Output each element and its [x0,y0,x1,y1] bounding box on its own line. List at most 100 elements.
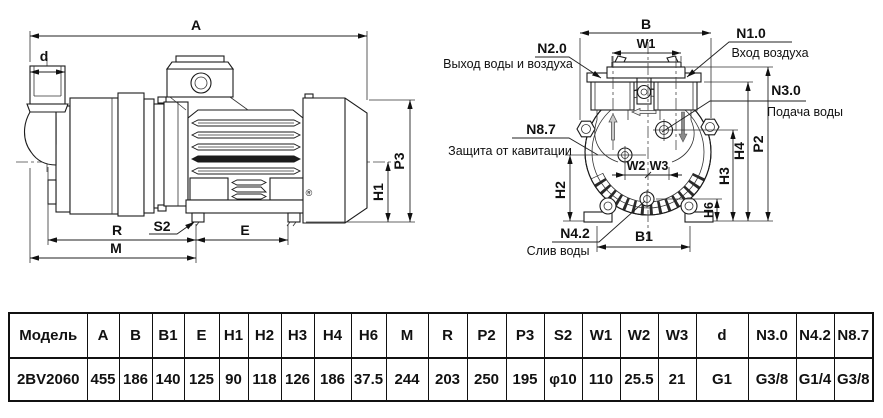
value-cell: 455 [86,357,120,402]
header-cell: N4.2 [795,312,835,359]
n4-code: N4.2 [560,225,590,241]
header-row: Модель A B B1 E H1 H2 H3 H4 H6 M R P2 P3… [8,312,874,359]
cable-gland [190,72,212,94]
svg-text:W3: W3 [650,159,669,173]
pump-technical-drawing: ® A d R E M S2 [16,16,843,263]
pump-body [69,97,119,215]
header-cell: d [695,312,749,359]
svg-text:H4: H4 [731,142,747,160]
header-cell: A [86,312,120,359]
value-cell: 125 [183,357,220,402]
front-view: B W1 W2 W3 B1 H6 [443,16,843,258]
header-cell: W1 [581,312,621,359]
dim-W2-W3: W2 W3 [612,159,682,180]
svg-text:P2: P2 [750,135,766,152]
up-arrow [608,113,618,141]
header-model: Модель [8,312,88,359]
plate-screw-left [614,55,627,63]
svg-text:S2: S2 [153,218,170,234]
header-cell: H1 [218,312,249,359]
n3-code: N3.0 [771,82,801,98]
svg-text:M: M [110,240,122,256]
header-cell: P2 [466,312,507,359]
header-cell: H3 [280,312,315,359]
value-cell: 126 [280,357,315,402]
value-row: 2BV2060 455 186 140 125 90 118 126 186 3… [8,357,874,402]
motor-endbell [163,101,189,207]
dim-H3: H3 [674,129,738,221]
lug-left [576,120,596,138]
svg-text:W2: W2 [627,159,646,173]
header-cell: W2 [619,312,659,359]
svg-text:H1: H1 [370,183,386,201]
value-cell: G3/8 [747,357,797,402]
dim-H4: H4 [704,81,753,221]
n2-desc: Выход воды и воздуха [443,57,573,71]
dim-P2: P2 [686,66,773,221]
value-cell: 25.5 [619,357,659,402]
center-bolt [636,84,652,100]
dim-A: A [29,17,368,100]
top-plate [606,66,686,79]
dim-M: M [29,168,196,263]
svg-text:H3: H3 [716,167,732,185]
n1-desc: Вход воздуха [731,46,808,60]
foot-left [583,211,613,223]
down-arrow [678,111,688,143]
dim-W1: W1 [611,37,682,61]
dim-H6: H6 [656,198,722,221]
svg-text:H6: H6 [702,202,716,218]
callout-n8: N8.7 Защита от кавитации [448,121,599,158]
callout-n2: N2.0 Выход воды и воздуха [443,40,602,79]
foot-right [684,211,714,223]
suction-elbow [23,111,57,166]
value-cell: 186 [313,357,352,402]
header-cell: E [183,312,220,359]
callout-n4: N4.2 Слив воды [527,200,646,258]
dim-S2: S2 [149,218,195,235]
value-cell: 90 [218,357,249,402]
dim-d: d [30,48,65,75]
left-arrow [631,107,657,117]
header-cell: M [385,312,429,359]
dim-R: R [47,167,197,263]
svg-text:A: A [191,17,201,33]
value-cell: φ10 [543,357,583,402]
lug-right [700,118,720,136]
model-cell: 2BV2060 [8,357,88,402]
n3-desc: Подача воды [767,105,843,119]
value-cell: G3/8 [833,357,874,402]
value-cell: 21 [657,357,697,402]
value-cell: 244 [385,357,429,402]
svg-text:R: R [112,222,122,238]
value-cell: 110 [581,357,621,402]
dim-P3: P3 [306,99,415,223]
dim-H1: H1 [370,162,391,222]
foot-rear [287,212,301,223]
foot-front [191,212,205,223]
header-cell: W3 [657,312,697,359]
value-cell: G1/4 [795,357,835,402]
callout-n3: N3.0 Подача воды [661,82,843,133]
header-cell: B1 [151,312,185,359]
n8-desc: Защита от кавитации [448,144,572,158]
header-cell: R [427,312,468,359]
header-cell: H2 [247,312,282,359]
svg-text:P3: P3 [391,152,407,169]
plate-screw-right [666,55,679,63]
header-cell: H6 [350,312,387,359]
dimensions-table: Модель A B B1 E H1 H2 H3 H4 H6 M R P2 P3… [8,312,874,402]
side-view: ® A d R E M S2 [16,17,415,263]
callout-n1: N1.0 Вход воздуха [686,25,809,78]
dim-B: B [579,16,712,120]
header-cell: B [118,312,153,359]
svg-text:W1: W1 [637,37,656,51]
header-cell: N3.0 [747,312,797,359]
svg-text:B1: B1 [635,228,653,244]
value-cell: 250 [466,357,507,402]
header-cell: S2 [543,312,583,359]
n1-code: N1.0 [736,25,766,41]
water-supply-port [653,119,675,141]
fan-cover [302,97,368,224]
pump-front-housing [117,92,145,217]
